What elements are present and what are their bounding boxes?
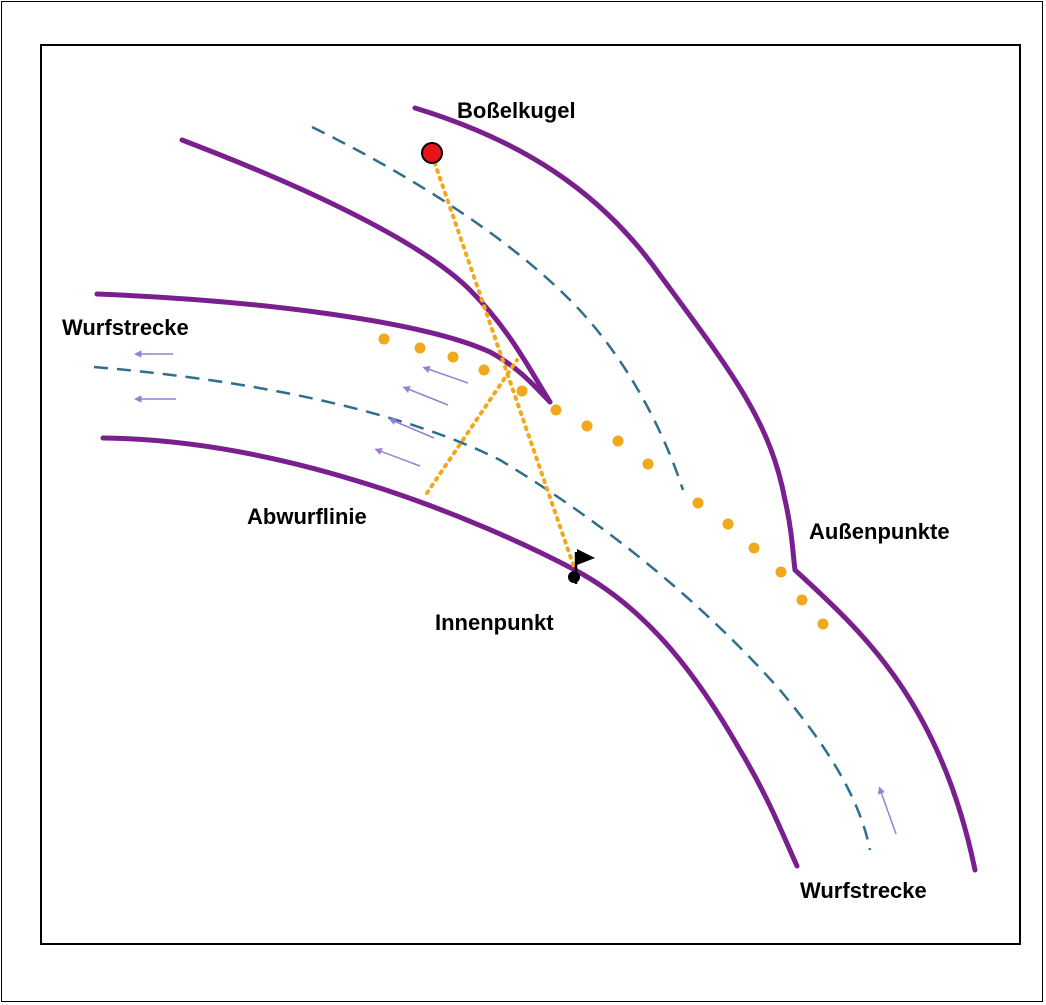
outer-point [796,594,808,606]
left-branch-upper-edge [179,137,553,405]
label-innenpunkt: Innenpunkt [435,610,554,635]
center-lines [93,125,872,851]
direction-arrows [134,350,897,835]
outer-point [612,435,624,447]
direction-arrow-icon [388,418,435,439]
outer-point [817,618,829,630]
outer-point [692,497,704,509]
flag-icon [568,549,595,584]
outer-point [748,542,760,554]
label-aussenpunkte: Außenpunkte [809,519,950,544]
outer-point [775,566,787,578]
direction-arrow-icon [402,386,449,406]
diagram-frame [40,44,1021,945]
upper-center-line [311,125,685,491]
ball-to-inner-point-line [430,153,577,572]
outer-point [478,364,490,376]
direction-arrow-icon [374,448,421,467]
outer-point [722,518,734,530]
outer-point [516,385,528,397]
red-ball-icon [421,142,443,164]
outer-point [447,351,459,363]
outer-road-edge [412,105,978,873]
outer-point [642,458,654,470]
label-wurfstrecke-left: Wurfstrecke [62,315,189,340]
label-bosselkugel: Boßelkugel [457,98,576,123]
road-edges [94,105,978,873]
left-branch-lower-edge [94,291,553,405]
outer-points [378,333,829,630]
outer-point [414,342,426,354]
throw-line [425,358,519,495]
label-wurfstrecke-bottom: Wurfstrecke [800,878,927,903]
direction-arrow-icon [422,365,469,384]
inner-road-edge [100,435,800,869]
label-abwurflinie: Abwurflinie [247,504,367,529]
direction-arrow-icon [877,786,897,835]
main-center-line [93,365,872,851]
throw-lines [425,153,577,572]
outer-point [581,420,593,432]
outer-point [378,333,390,345]
outer-point [550,404,562,416]
